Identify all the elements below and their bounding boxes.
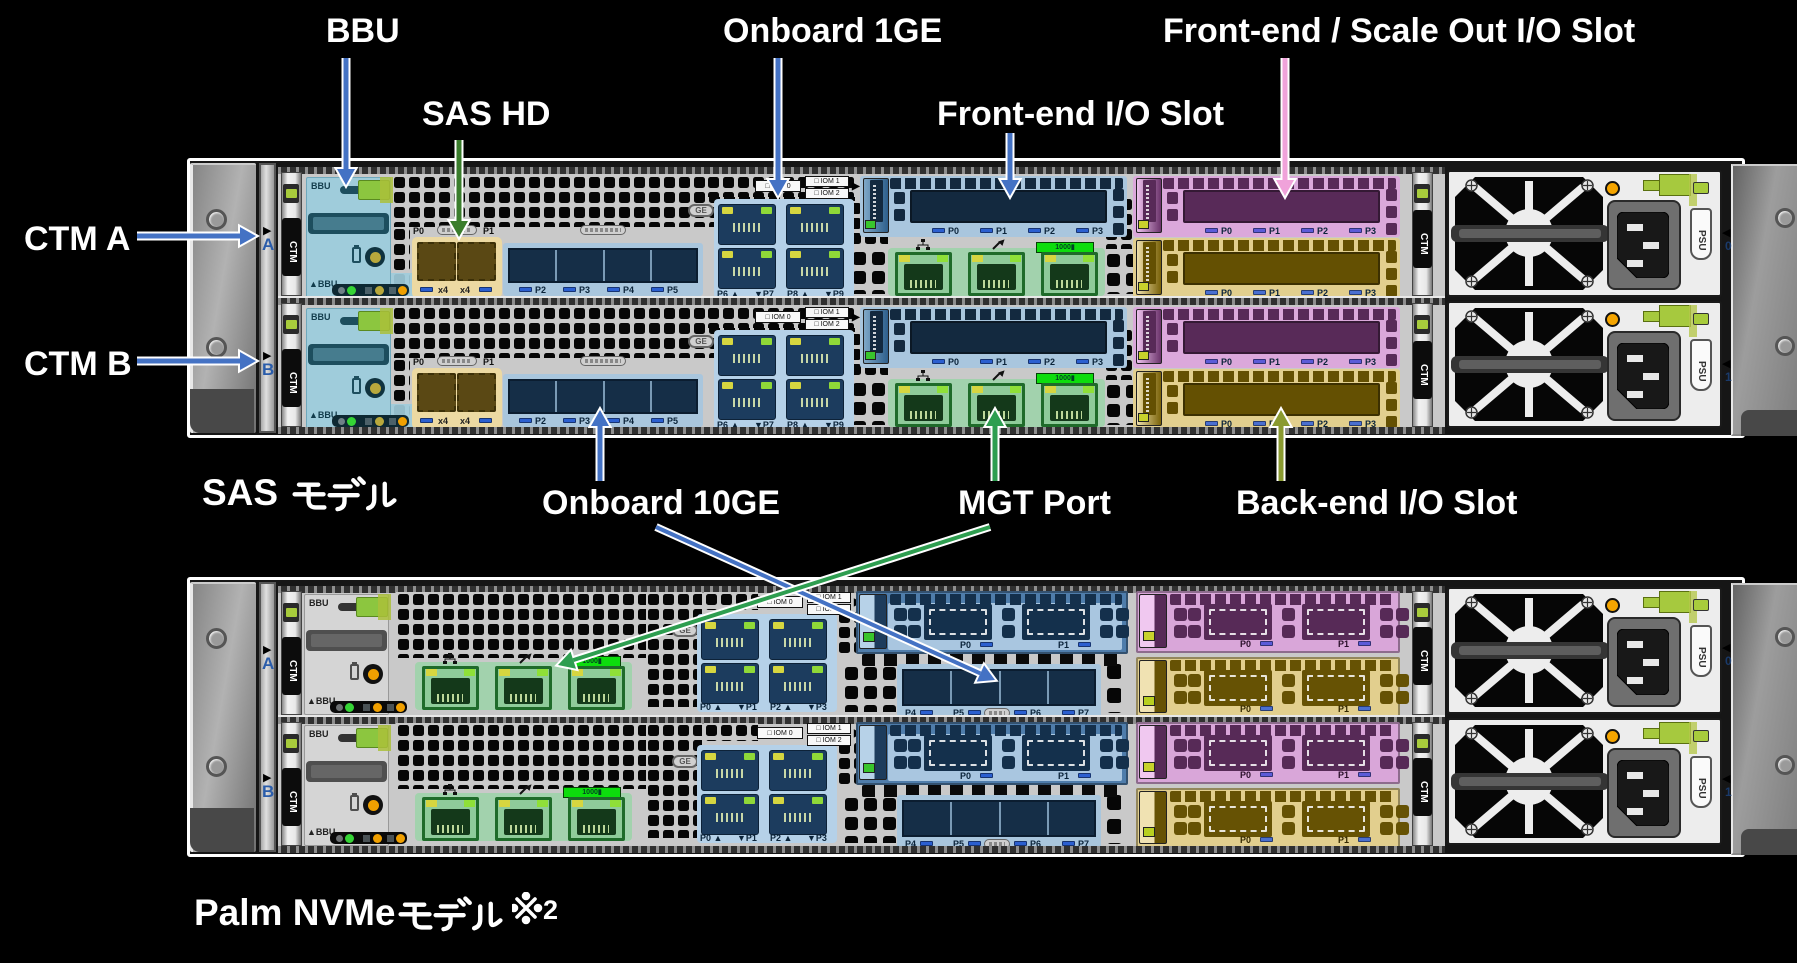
svg-text:2: 2 [543,895,558,925]
